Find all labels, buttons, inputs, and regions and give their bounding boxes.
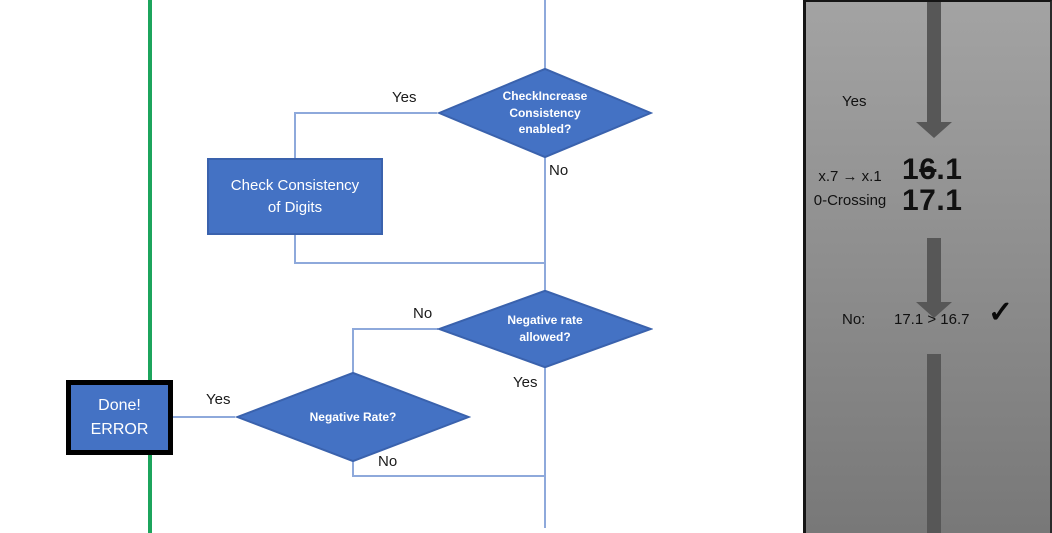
- result-comparison: 17.1 > 16.7: [894, 311, 970, 328]
- connector-no3-rejoin: [352, 475, 546, 477]
- old-value: 16.1: [902, 154, 962, 185]
- result-no-label: No:: [842, 311, 866, 328]
- rule-annotation: x.7 → x.1 0-Crossing: [806, 165, 894, 213]
- connector-yes1-horizontal: [295, 112, 437, 114]
- decision2-yes-label: Yes: [513, 374, 538, 391]
- decision3-no-label: No: [378, 453, 398, 470]
- decision2-no-label: No: [413, 305, 433, 322]
- decision-negative-rate-allowed: Negative rate allowed?: [437, 290, 653, 368]
- down-arrow-icon: [927, 2, 941, 122]
- side-panel: Yes x.7 → x.1 0-Crossing 16.1 17.1 No: 1…: [803, 0, 1052, 533]
- down-arrow-icon: [927, 238, 941, 302]
- down-arrow-shaft-icon: [927, 354, 941, 533]
- diamond-shape-icon: [437, 290, 653, 368]
- rule-line1: x.7 → x.1: [818, 168, 882, 185]
- panel-yes-label: Yes: [842, 93, 867, 110]
- decision1-label: CheckIncrease Consistency enabled?: [502, 88, 588, 137]
- old-value-pre: 1: [902, 153, 920, 186]
- down-arrow-head-icon: [916, 302, 952, 318]
- value-comparison-numbers: 16.1 17.1: [902, 154, 962, 216]
- old-value-post: .1: [936, 153, 963, 186]
- connector-main-top: [544, 0, 546, 68]
- connector-process-rejoin: [294, 262, 546, 264]
- connector-main-mid: [544, 158, 546, 290]
- connector-process-out-vertical: [294, 235, 296, 263]
- connector-no3-vertical: [352, 462, 354, 477]
- connector-no2-vertical: [352, 328, 354, 372]
- process1-label: Check Consistency of Digits: [230, 176, 360, 216]
- down-arrow-head-icon: [916, 122, 952, 138]
- diamond-shape-icon: [437, 68, 653, 158]
- decision-check-increase-consistency: CheckIncrease Consistency enabled?: [437, 68, 653, 158]
- decision3-yes-label: Yes: [206, 391, 231, 408]
- diamond-shape-icon: [235, 372, 471, 462]
- decision-negative-rate: Negative Rate?: [235, 372, 471, 462]
- new-value: 17.1: [902, 184, 963, 217]
- old-value-struck: 6: [919, 153, 937, 186]
- process-check-consistency-of-digits: Check Consistency of Digits: [207, 158, 383, 235]
- decision1-no-label: No: [549, 162, 569, 179]
- connector-main-bottom: [544, 368, 546, 528]
- decision3-label: Negative Rate?: [309, 409, 397, 424]
- rule-line2: 0-Crossing: [813, 192, 887, 209]
- decision1-yes-label: Yes: [392, 89, 417, 106]
- connector-yes3-horizontal: [173, 416, 235, 418]
- connector-yes1-vertical: [294, 112, 296, 158]
- connector-no2-horizontal: [353, 328, 438, 330]
- checkmark-icon: ✓: [988, 296, 1014, 329]
- decision2-label: Negative rate allowed?: [507, 313, 583, 344]
- green-divider-line: [148, 0, 152, 533]
- terminator-done-error: Done! ERROR: [66, 380, 173, 455]
